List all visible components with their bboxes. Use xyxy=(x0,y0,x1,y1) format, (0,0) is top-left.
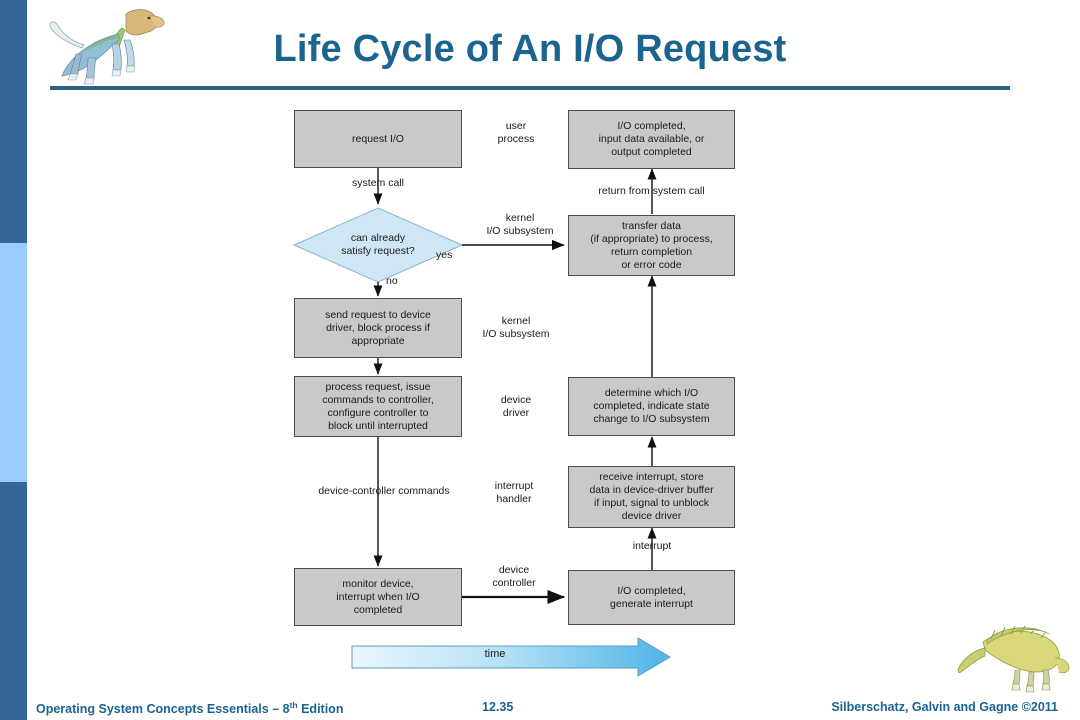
page-number: 12.35 xyxy=(482,700,514,714)
flow-node-label: receive interrupt, store data in device-… xyxy=(589,471,714,522)
page-title: Life Cycle of An I/O Request xyxy=(273,28,787,70)
swimlane-label: device driver xyxy=(500,394,532,419)
time-axis-label: time xyxy=(484,648,506,660)
flow-node-send-request[interactable]: send request to device driver, block pro… xyxy=(294,298,462,358)
flow-node-receive-interrupt[interactable]: receive interrupt, store data in device-… xyxy=(568,466,735,528)
edge-label-device-controller-commands: device-controller commands xyxy=(318,485,450,497)
flow-node-io-completed-user[interactable]: I/O completed, input data available, or … xyxy=(568,110,735,169)
swimlane-label-device-driver: device driver xyxy=(470,392,562,422)
dinosaur-logo-bottom-icon xyxy=(957,625,1070,693)
swimlane-label-kernel-io-subsystem-1: kernel I/O subsystem xyxy=(470,210,570,240)
swimlane-label-user-process: user process xyxy=(470,118,562,148)
footer-book-title-main: Operating System Concepts Essentials xyxy=(36,702,273,717)
flow-node-label: request I/O xyxy=(352,132,404,145)
flow-node-label: send request to device driver, block pro… xyxy=(325,308,431,347)
flow-node-label: determine which I/O completed, indicate … xyxy=(593,387,710,425)
flow-node-determine-which-io[interactable]: determine which I/O completed, indicate … xyxy=(568,377,735,436)
edge-label-return-from-system-call: return from system call xyxy=(598,185,705,197)
sidebar-stripe-bottom xyxy=(0,482,27,720)
edge-label-system-call: system call xyxy=(352,177,404,189)
flow-node-label: I/O completed, input data available, or … xyxy=(598,120,705,158)
edge-label-yes: yes xyxy=(436,249,453,261)
flow-node-label: process request, issue commands to contr… xyxy=(322,380,434,432)
flow-node-can-satisfy-request[interactable]: can already satisfy request? xyxy=(308,228,448,262)
dinosaur-logo-icon xyxy=(49,9,165,85)
swimlane-label: kernel I/O subsystem xyxy=(486,212,554,237)
flow-node-request-io[interactable]: request I/O xyxy=(294,110,462,168)
edge-label-interrupt: interrupt xyxy=(632,540,672,552)
flow-node-label: I/O completed, generate interrupt xyxy=(610,584,693,610)
edge-label-no: no xyxy=(386,275,398,287)
sidebar-stripe-top xyxy=(0,0,27,243)
footer-edition-ordinal: th xyxy=(289,700,298,710)
flow-node-transfer-data[interactable]: transfer data (if appropriate) to proces… xyxy=(568,215,735,276)
flow-node-label: transfer data (if appropriate) to proces… xyxy=(590,219,713,271)
flow-node-monitor-device[interactable]: monitor device, interrupt when I/O compl… xyxy=(294,568,462,626)
footer-edition-dash: – 8 xyxy=(272,702,290,717)
sidebar-stripe-middle xyxy=(0,243,27,482)
swimlane-label: user process xyxy=(497,120,535,145)
footer-book-title: Operating System Concepts Essentials – 8… xyxy=(36,700,343,716)
footer-edition-tail: Edition xyxy=(297,702,344,717)
flow-node-process-request[interactable]: process request, issue commands to contr… xyxy=(294,376,462,437)
swimlane-label: kernel I/O subsystem xyxy=(482,315,550,340)
footer-copyright: Silberschatz, Galvin and Gagne ©2011 xyxy=(831,700,1058,714)
swimlane-label-interrupt-handler: interrupt handler xyxy=(468,478,560,508)
flow-node-io-completed-generate[interactable]: I/O completed, generate interrupt xyxy=(568,570,735,625)
title-divider xyxy=(50,86,1010,90)
swimlane-label: device controller xyxy=(492,564,536,589)
flow-node-label: can already satisfy request? xyxy=(341,232,415,257)
swimlane-label-kernel-io-subsystem-2: kernel I/O subsystem xyxy=(466,313,566,343)
flow-node-label: monitor device, interrupt when I/O compl… xyxy=(336,577,420,616)
swimlane-label: interrupt handler xyxy=(494,480,534,505)
swimlane-label-device-controller: device controller xyxy=(466,562,562,592)
